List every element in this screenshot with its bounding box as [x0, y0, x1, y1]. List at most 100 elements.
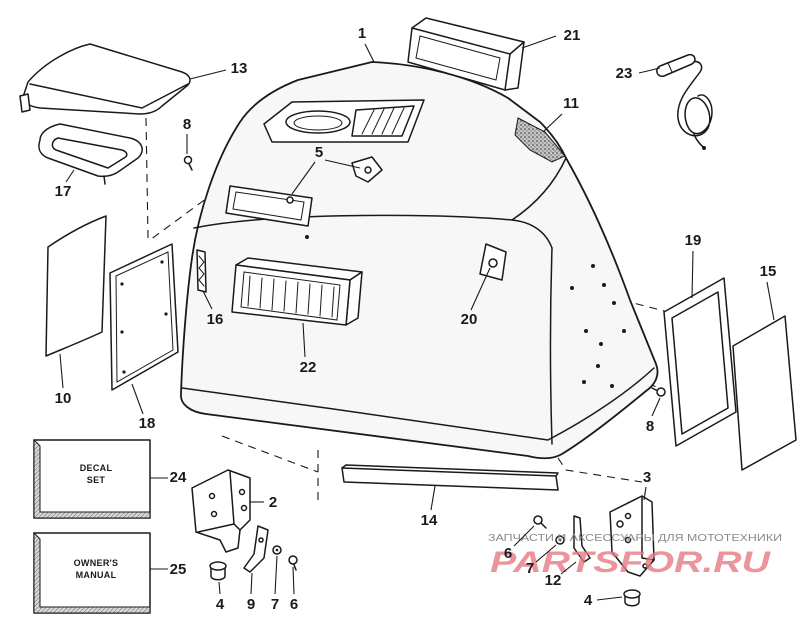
leader-7-left — [274, 555, 278, 595]
part-24-decal-set-box: DECAL SET — [33, 438, 151, 519]
leader-20 — [470, 267, 491, 311]
leader-15 — [766, 281, 775, 321]
callout-13: 13 — [231, 60, 248, 77]
cover-shoulder-edge — [193, 214, 553, 249]
leader-17 — [65, 169, 75, 183]
part-14-strip — [341, 464, 559, 491]
engine-cover — [180, 61, 659, 460]
leader-7-right — [535, 544, 557, 563]
callout-4-left: 4 — [216, 596, 225, 613]
part-18-panel — [109, 243, 179, 391]
part-12-bracket — [573, 515, 591, 563]
part-2-bracket — [191, 469, 251, 553]
callout-7-left: 7 — [271, 596, 279, 613]
part-21-box — [407, 17, 525, 91]
assembly-line-lid — [145, 117, 149, 239]
leader-10 — [59, 353, 64, 389]
watermark: ЗАПЧАСТИ И АКСЕССУАРЫ ДЛЯ МОТОТЕХНИКИ PA… — [488, 532, 782, 579]
leader-23 — [638, 67, 661, 74]
callout-6-right: 6 — [504, 545, 512, 562]
leader-6-left — [292, 566, 295, 595]
callout-20: 20 — [461, 311, 478, 328]
top-vent-recess — [263, 99, 425, 143]
callout-18: 18 — [139, 415, 156, 432]
callout-15: 15 — [760, 263, 777, 280]
manual-box-line1: OWNER'S — [74, 558, 119, 568]
part-19-frame — [663, 277, 737, 447]
leader-4-left — [218, 581, 221, 595]
watermark-tagline: ЗАПЧАСТИ И АКСЕССУАРЫ ДЛЯ МОТОТЕХНИКИ — [488, 532, 782, 544]
leader-4-right — [596, 596, 623, 601]
callout-1: 1 — [358, 25, 366, 42]
assembly-line-bottom-right — [557, 457, 643, 483]
leader-19 — [691, 250, 694, 299]
callout-numbers: 1 21 23 13 11 8 5 17 19 15 20 16 22 10 1… — [55, 25, 777, 613]
manual-box-line2: MANUAL — [76, 570, 117, 580]
leader-9 — [250, 572, 253, 595]
callout-6-left: 6 — [290, 596, 298, 613]
decal-box-line2: SET — [87, 475, 106, 485]
callout-11: 11 — [563, 95, 579, 112]
part-25-owners-manual-box: OWNER'S MANUAL — [33, 531, 151, 614]
side-mounting-holes — [305, 235, 626, 388]
callout-17: 17 — [55, 183, 72, 200]
cover-rim — [181, 367, 655, 441]
callout-10: 10 — [55, 390, 72, 407]
part-13-lid — [19, 43, 191, 115]
callout-8-right: 8 — [646, 418, 654, 435]
callout-8-top: 8 — [183, 116, 191, 133]
leader-8-right — [651, 397, 661, 417]
callout-5: 5 — [315, 144, 323, 161]
leader-12 — [560, 561, 577, 575]
watermark-brand: PARTSFOR.RU — [490, 546, 772, 579]
callout-19: 19 — [685, 232, 702, 249]
callout-14: 14 — [421, 512, 438, 529]
callout-3: 3 — [643, 469, 651, 486]
callout-12: 12 — [545, 572, 562, 589]
callout-7-right: 7 — [526, 560, 534, 577]
part-5-plate — [225, 185, 313, 227]
part-9-bracket — [243, 525, 269, 573]
part-6-screw-left — [288, 555, 298, 571]
assembly-line-bottom-left — [221, 435, 319, 473]
leader-5-clip — [324, 159, 361, 169]
leader-18 — [131, 383, 144, 415]
leader-16 — [202, 290, 213, 310]
callout-25: 25 — [170, 561, 187, 578]
part-17-gasket — [38, 123, 143, 185]
cover-corner-edge — [549, 247, 553, 445]
cover-top-right-edge — [511, 157, 567, 221]
callout-16: 16 — [207, 311, 224, 328]
callout-23: 23 — [616, 65, 633, 82]
leader-3 — [643, 486, 647, 501]
part-22-grille — [231, 257, 363, 326]
callout-4-right: 4 — [584, 592, 593, 609]
leader-1 — [364, 43, 375, 63]
part-4-grommet-left — [209, 561, 227, 581]
part-8-screw-right — [651, 387, 666, 397]
leader-6-right — [513, 525, 535, 547]
leader-11 — [542, 113, 563, 133]
part-7-washer-right — [555, 535, 565, 545]
leader-14 — [430, 485, 436, 511]
part-11-seal — [514, 117, 566, 163]
part-16-strip — [196, 249, 207, 293]
leader-5-plate — [291, 161, 316, 195]
callout-21: 21 — [564, 27, 581, 44]
callout-22: 22 — [300, 359, 317, 376]
part-20-plate — [479, 243, 507, 281]
part-5-clip — [351, 156, 383, 183]
part-8-screw-top — [183, 155, 193, 171]
leader-lines — [59, 35, 775, 601]
part-3-bracket — [609, 495, 655, 577]
part-6-screw-right — [533, 515, 547, 529]
part-4-grommet-right — [623, 589, 641, 607]
leader-21 — [521, 35, 557, 49]
callout-2: 2 — [269, 494, 277, 511]
leader-13 — [189, 69, 227, 80]
part-10-sheet — [45, 215, 107, 357]
decal-box-line1: DECAL — [80, 463, 113, 473]
part-7-washer-left — [272, 545, 282, 555]
callout-9: 9 — [247, 596, 255, 613]
